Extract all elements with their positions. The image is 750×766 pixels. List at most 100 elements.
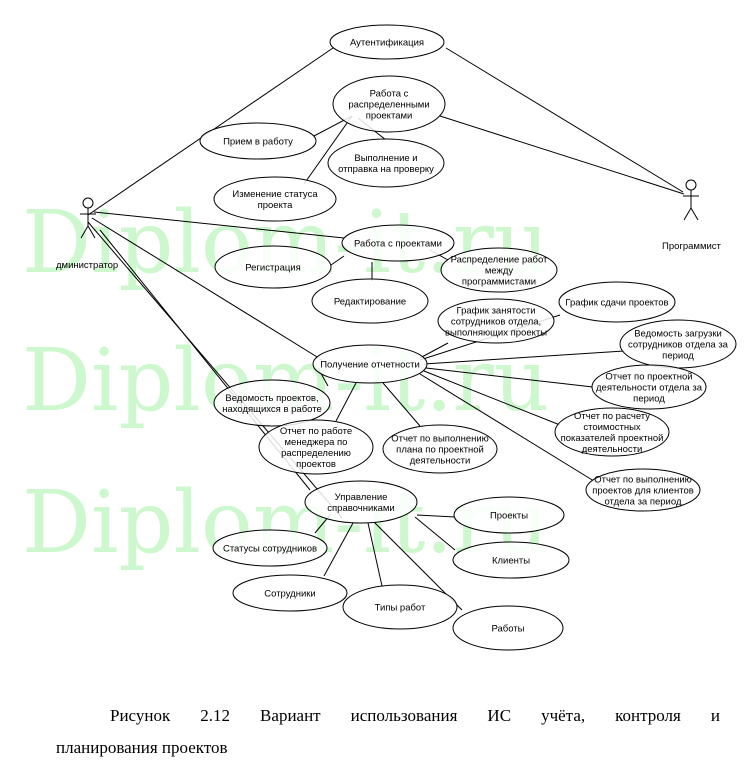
use-case-label: Отчет по работе — [280, 426, 352, 437]
use-case-label: между — [485, 266, 514, 277]
use-case-auth: Аутентификация — [329, 24, 445, 60]
caption-line-1: Рисунок 2.12 Вариант использования ИС уч… — [110, 706, 720, 725]
use-case-ellipse — [327, 138, 445, 188]
use-case-label: показателей проектной — [561, 433, 664, 444]
actor-head-icon — [685, 179, 697, 191]
use-case-r_clients: Клиенты — [452, 541, 570, 579]
association-line — [414, 516, 456, 551]
association-line — [419, 373, 603, 487]
use-case-label: Регистрация — [245, 263, 301, 274]
use-case-label: Работа с — [370, 89, 409, 100]
use-case-label: Ведомость проектов, — [225, 393, 318, 404]
use-case-label: находящихся в работе — [222, 404, 322, 415]
use-case-ellipse — [437, 298, 555, 344]
use-case-label: деятельности отдела за — [596, 383, 703, 394]
use-case-ellipse — [585, 468, 701, 512]
use-case-label: распределенными — [348, 100, 429, 111]
use-case-diagram: дминистратор Программист АутентификацияРа… — [56, 24, 737, 651]
use-case-label: Прием в работу — [223, 137, 293, 148]
figure-caption: Рисунок 2.12 Вариант использования ИС уч… — [56, 700, 720, 764]
use-case-label: деятельности — [582, 444, 643, 455]
use-case-label: распределению — [281, 448, 351, 459]
use-case-ellipse — [342, 584, 458, 630]
actor-label: Программист — [662, 241, 722, 252]
use-case-ellipse — [304, 480, 418, 524]
use-case-ellipse — [258, 419, 374, 475]
use-case-deadline: График сдачи проектов — [558, 281, 676, 323]
use-case-label: График сдачи проектов — [565, 298, 668, 309]
use-case-label: Работы — [492, 624, 525, 635]
use-case-label: Проекты — [490, 511, 528, 522]
use-case-ellipse — [452, 541, 570, 579]
use-case-r_types: Типы работ — [342, 584, 458, 630]
use-case-ellipse — [382, 424, 498, 474]
use-case-label: Изменение статуса — [232, 189, 318, 200]
use-case-label: проектами — [366, 111, 413, 122]
association-line — [367, 522, 383, 587]
use-case-label: стоимостных — [583, 422, 641, 433]
use-case-r_projects: Проекты — [453, 496, 565, 534]
actor-body-icon — [683, 190, 699, 221]
use-case-label: проектов для клиентов — [592, 486, 694, 497]
use-case-r_staff: Сотрудники — [232, 574, 348, 612]
use-case-label: деятельности — [410, 456, 471, 467]
use-case-ellipse — [558, 281, 676, 323]
use-case-ellipse — [213, 176, 337, 222]
use-case-ellipse — [554, 407, 670, 457]
actor-admin: дминистратор — [56, 197, 118, 271]
association-line — [445, 47, 684, 193]
use-case-hire: Прием в работу — [199, 122, 317, 160]
use-case-label: Управление — [335, 492, 388, 503]
use-case-reports: Получение отчетности — [312, 344, 428, 384]
use-case-label: Типы работ — [375, 603, 426, 614]
use-case-label: выполняющих проекты — [445, 328, 547, 339]
association-line — [439, 115, 685, 195]
caption-line-2: планирования проектов — [56, 738, 228, 757]
actor-prog: Программист — [662, 179, 722, 252]
use-case-label: плана по проектной — [396, 445, 484, 456]
use-case-label: программистами — [462, 277, 536, 288]
association-line — [303, 115, 353, 185]
use-case-label: период — [633, 394, 665, 405]
use-case-label: отдела за период — [604, 497, 681, 508]
use-case-label: Выполнение и — [354, 153, 417, 164]
use-case-label: сотрудников отдела, — [451, 317, 541, 328]
association-line — [423, 370, 561, 426]
use-case-label: справочниками — [327, 503, 394, 514]
actor-label: дминистратор — [56, 260, 118, 271]
use-case-ellipse — [212, 529, 328, 567]
use-case-ellipse — [332, 75, 446, 133]
use-case-label: Клиенты — [492, 556, 530, 567]
association-line — [423, 350, 625, 365]
use-case-ellipse — [312, 344, 428, 384]
use-case-label: Работа с проектами — [354, 239, 442, 250]
association-line — [419, 342, 449, 359]
use-case-r_works: Работы — [452, 605, 564, 651]
use-case-label: График занятости — [456, 306, 535, 317]
use-case-label: отправка на проверку — [338, 164, 434, 175]
use-case-ellipse — [452, 605, 564, 651]
use-case-label: проектов — [296, 459, 336, 470]
use-case-ellipse — [591, 364, 707, 410]
use-case-label: Отчет по выполнению — [391, 434, 489, 445]
use-case-label: Статусы сотрудников — [223, 544, 317, 555]
use-case-ellipse — [329, 24, 445, 60]
use-case-label: Отчет по выполнению — [594, 475, 692, 486]
use-case-edit: Редактирование — [311, 278, 429, 324]
use-case-ellipse — [440, 247, 558, 293]
association-line — [93, 211, 345, 239]
use-case-label: Сотрудники — [264, 589, 315, 600]
use-case-label: Аутентификация — [350, 38, 424, 49]
